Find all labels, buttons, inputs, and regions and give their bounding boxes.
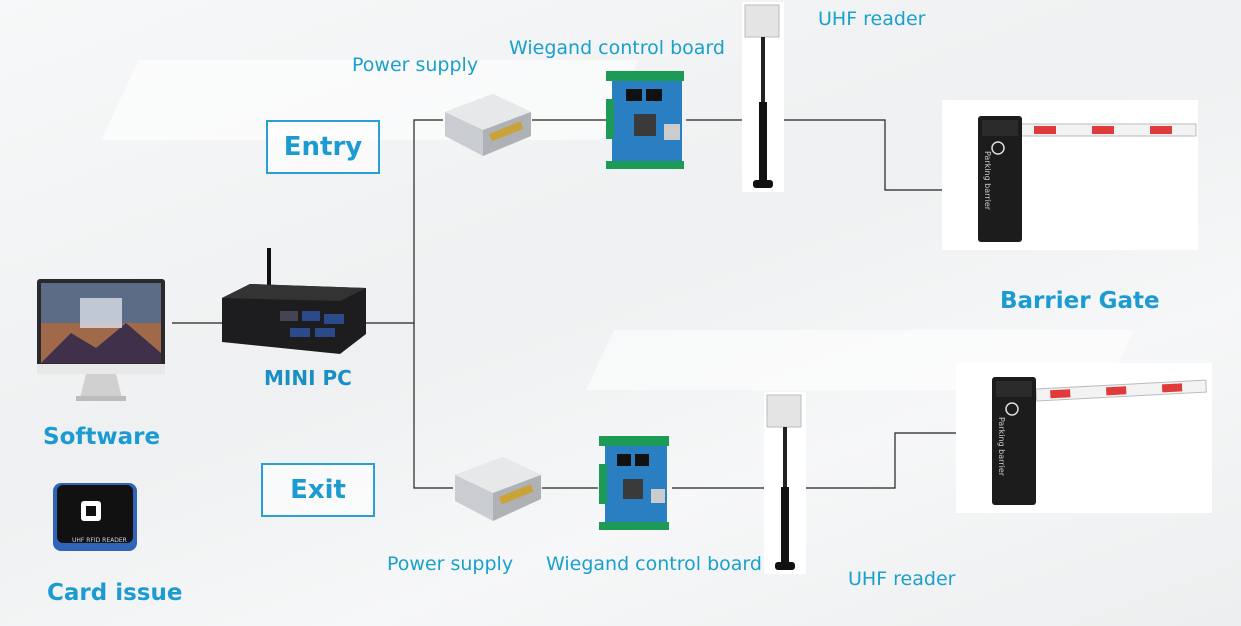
uhf-bottom-label: UHF reader: [848, 568, 956, 590]
wire-pc-exit: [413, 323, 453, 489]
barrier-bottom-text: Parking barrier: [997, 416, 1007, 477]
monitor-icon: [36, 278, 166, 408]
entry-box: Entry: [266, 120, 380, 174]
mini-pc-label: MINI PC: [264, 366, 352, 390]
uhf-reader-top-icon: [742, 2, 784, 192]
card-reader-text: UHF RFID READER: [72, 537, 127, 544]
wire-reader-gate-top: [780, 119, 977, 191]
barrier-gate-top-icon: [942, 100, 1198, 250]
barrier-top-text: Parking barrier: [983, 150, 993, 211]
card-reader-icon: [51, 481, 139, 553]
exit-box: Exit: [261, 463, 375, 517]
card-issue-label: Card issue: [47, 580, 183, 606]
barrier-gate-bottom-icon: [956, 363, 1212, 513]
power-supply-top-label: Power supply: [352, 54, 479, 76]
wire-pc-entry: [362, 119, 443, 324]
wiegand-top-label: Wiegand control board: [509, 37, 725, 59]
wiegand-board-bottom-icon: [597, 434, 673, 532]
power-supply-bottom-icon: [453, 455, 543, 523]
wire-reader-gate-bottom: [804, 432, 990, 489]
software-label: Software: [43, 424, 161, 450]
power-supply-top-icon: [443, 92, 533, 158]
wiegand-board-top-icon: [604, 69, 688, 171]
uhf-reader-bottom-icon: [764, 392, 806, 574]
barrier-gate-label: Barrier Gate: [1000, 288, 1160, 314]
power-supply-bottom-label: Power supply: [387, 553, 514, 575]
uhf-top-label: UHF reader: [818, 8, 926, 30]
wiegand-bottom-label: Wiegand control board: [546, 553, 762, 575]
mini-pc-icon: [220, 246, 368, 358]
